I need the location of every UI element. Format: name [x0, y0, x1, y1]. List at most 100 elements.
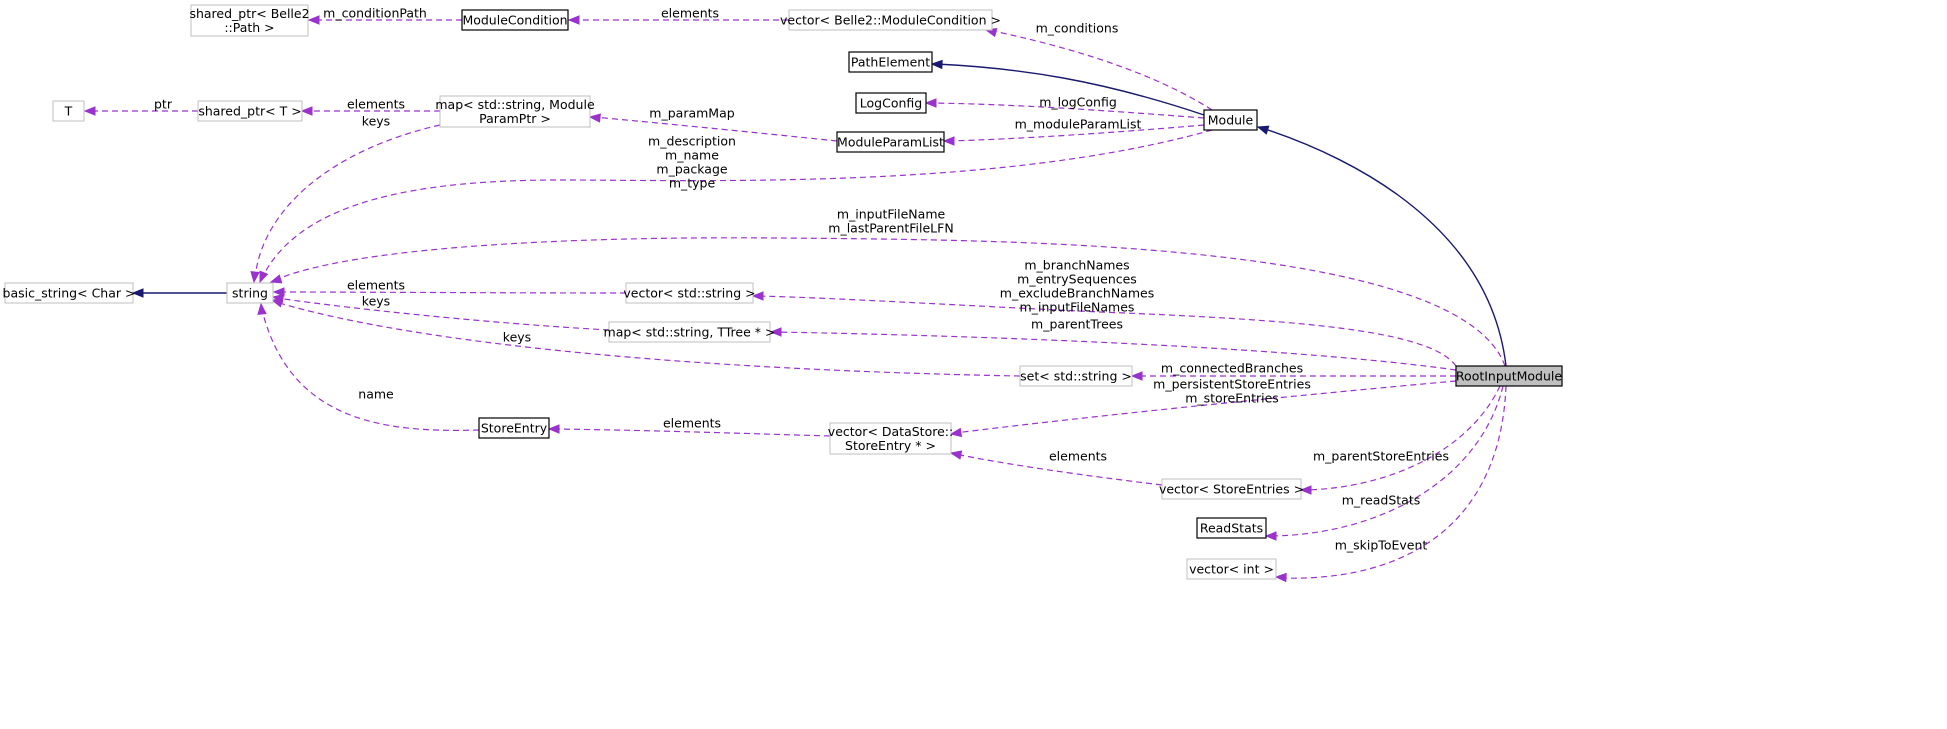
edge-m-moduleParamList: m_moduleParamList: [942, 117, 1205, 146]
edge-line: [277, 291, 627, 294]
edge-label: elements: [663, 416, 721, 431]
edge-label: m_name: [665, 148, 719, 163]
node-map-std-string-ttree: map< std::string, TTree * >: [604, 321, 775, 343]
edge-module-path-element: [930, 59, 1205, 116]
node-read-stats[interactable]: ReadStats: [1196, 517, 1267, 539]
edge-m-parentStoreEntries: m_parentStoreEntries: [1299, 385, 1501, 495]
edge-line: [552, 428, 831, 437]
node-box: [1019, 365, 1133, 387]
node-box: [848, 51, 933, 73]
arrowhead: [257, 302, 267, 315]
arrowhead: [83, 106, 96, 116]
arrowhead: [1130, 371, 1143, 381]
arrowhead: [547, 424, 560, 434]
edge-label: m_package: [656, 162, 728, 177]
node-path-element[interactable]: PathElement: [848, 51, 933, 73]
edge-elements-vec-string: elements: [272, 278, 627, 297]
node-label: set< std::string >: [1020, 369, 1132, 384]
arrowhead: [769, 327, 782, 337]
arrowhead: [949, 427, 963, 438]
edge-label: m_inputFileName: [837, 207, 946, 222]
edge-label: m_conditions: [1036, 21, 1119, 36]
edge-line: [276, 297, 610, 331]
edge-elements-store-entry: elements: [547, 416, 831, 437]
edge-line: [261, 129, 1213, 279]
arrowhead: [272, 287, 285, 297]
edge-line: [929, 102, 1205, 119]
arrowhead: [949, 450, 963, 460]
arrowhead: [942, 136, 955, 146]
edge-m-parentTrees: m_parentTrees: [769, 317, 1457, 371]
edge-line: [774, 331, 1457, 371]
node-label: ::Path >: [224, 20, 274, 35]
arrowhead: [270, 298, 284, 308]
edge-elements-condition: elements: [567, 6, 789, 25]
node-label: StoreEntry: [481, 421, 548, 436]
node-root-input-module[interactable]: RootInputModule: [1455, 365, 1563, 387]
node-box: [625, 282, 754, 304]
node-label: vector< std::string >: [623, 286, 755, 301]
node-log-config[interactable]: LogConfig: [855, 92, 927, 114]
arrowhead: [269, 274, 283, 284]
node-label: shared_ptr< T >: [198, 104, 301, 119]
node-label: vector< DataStore::: [828, 424, 953, 439]
edge-keys-map-param: keys: [250, 114, 441, 284]
arrowhead: [1274, 572, 1287, 583]
node-vector-datastore-store-entry: vector< DataStore::StoreEntry * >: [828, 422, 953, 455]
node-box: [829, 422, 952, 455]
edge-label: m_excludeBranchNames: [1000, 286, 1154, 301]
node-box: [197, 100, 303, 122]
edge-label: m_logConfig: [1039, 95, 1117, 110]
edge-line: [935, 63, 1205, 116]
arrowhead: [259, 270, 269, 284]
node-label: shared_ptr< Belle2: [189, 6, 309, 21]
edge-label: m_parentStoreEntries: [1313, 449, 1449, 464]
node-box: [52, 100, 85, 122]
edge-line: [261, 309, 480, 431]
edge-line: [593, 116, 838, 142]
node-module-param-list[interactable]: ModuleParamList: [836, 131, 945, 153]
edge-line: [254, 124, 441, 279]
node-label: PathElement: [851, 55, 930, 70]
node-label: StoreEntry * >: [845, 438, 936, 453]
node-store-entry[interactable]: StoreEntry: [478, 417, 550, 439]
node-label: vector< Belle2::ModuleCondition >: [780, 13, 1001, 28]
edge-elements-store-entries: elements: [949, 449, 1163, 486]
node-shared-ptr-t: shared_ptr< T >: [197, 100, 303, 122]
node-box: [190, 4, 309, 37]
node-module-condition[interactable]: ModuleCondition: [461, 9, 569, 31]
arrowhead: [1264, 531, 1277, 541]
edge-label: elements: [347, 278, 405, 293]
edge-line: [947, 124, 1205, 142]
edge-ptr: ptr: [83, 97, 198, 116]
edge-line: [274, 237, 1506, 367]
edge-label: keys: [362, 294, 390, 309]
node-set-std-string: set< std::string >: [1019, 365, 1133, 387]
edge-label: m_readStats: [1342, 493, 1421, 508]
node-vector-int: vector< int >: [1186, 558, 1277, 580]
node-box: [4, 282, 134, 304]
node-module[interactable]: Module: [1203, 109, 1258, 131]
node-label: T: [64, 104, 73, 119]
arrowhead: [131, 288, 144, 298]
edge-label: m_branchNames: [1024, 258, 1129, 273]
node-box: [478, 417, 550, 439]
arrowhead: [588, 113, 601, 123]
edge-label: m_parentTrees: [1031, 317, 1123, 332]
node-box: [1196, 517, 1267, 539]
edge-keys-map-ttree: keys: [271, 294, 610, 331]
node-label: ReadStats: [1200, 521, 1263, 536]
node-box: [439, 95, 591, 128]
node-label: vector< StoreEntries >: [1159, 482, 1304, 497]
node-label: ModuleCondition: [462, 13, 567, 28]
edge-label: m_persistentStoreEntries: [1153, 377, 1311, 392]
node-vector-module-condition: vector< Belle2::ModuleCondition >: [780, 9, 1001, 31]
node-box: [1161, 478, 1302, 500]
edge-label: name: [358, 387, 394, 402]
edge-label: m_entrySequences: [1017, 272, 1137, 287]
node-box: [608, 321, 771, 343]
edge-label: keys: [503, 330, 531, 345]
edge-label: elements: [661, 6, 719, 21]
edge-m-readStats: m_readStats: [1264, 385, 1504, 541]
